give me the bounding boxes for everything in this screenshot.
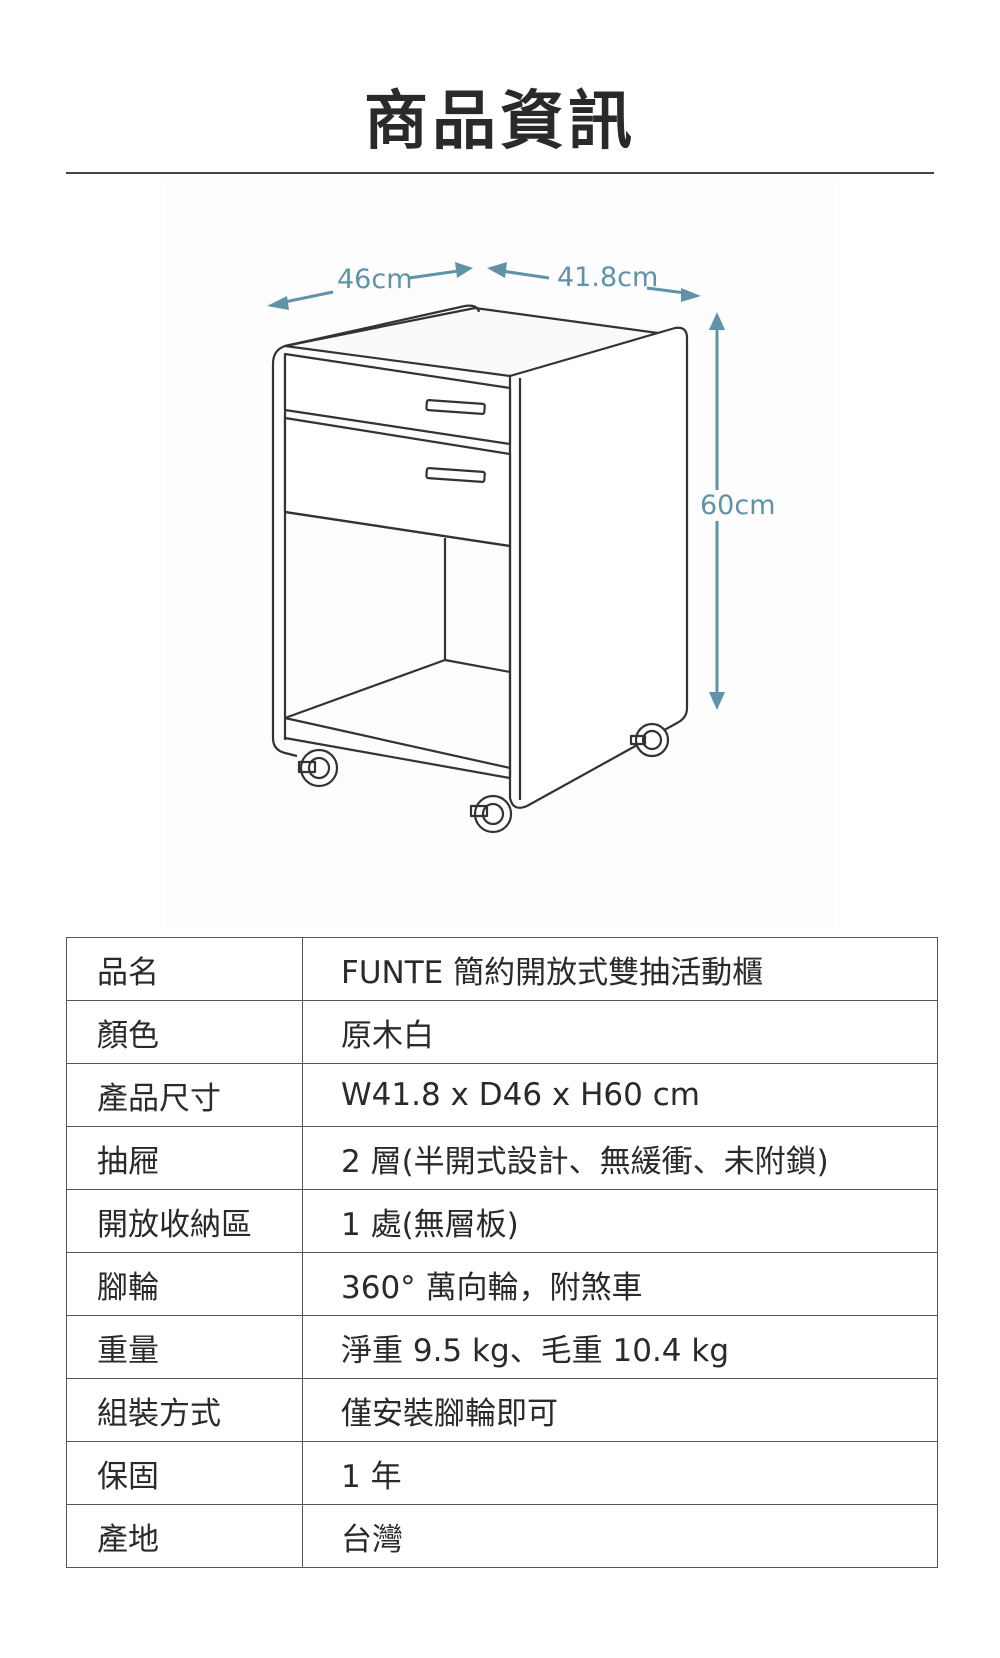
table-row: 抽屜 2 層(半開式設計、無緩衝、未附鎖) <box>66 1126 938 1190</box>
spec-value: 1 年 <box>302 1441 938 1505</box>
table-row: 產品尺寸 W41.8 x D46 x H60 cm <box>66 1063 938 1127</box>
spec-value: 360° 萬向輪，附煞車 <box>302 1252 938 1316</box>
depth-dimension-label: 41.8cm <box>557 262 659 293</box>
spec-label: 抽屜 <box>66 1126 303 1190</box>
spec-label: 顏色 <box>66 1000 303 1064</box>
spec-value: 僅安裝腳輪即可 <box>302 1378 938 1442</box>
spec-value: 1 處(無層板) <box>302 1189 938 1253</box>
spec-label: 產品尺寸 <box>66 1063 303 1127</box>
spec-label: 產地 <box>66 1504 303 1568</box>
page-title: 商品資訊 <box>364 85 636 159</box>
spec-value: FUNTE 簡約開放式雙抽活動櫃 <box>302 937 938 1001</box>
spec-label: 開放收納區 <box>66 1189 303 1253</box>
spec-value: 原木白 <box>302 1000 938 1064</box>
spec-label: 重量 <box>66 1315 303 1379</box>
table-row: 品名 FUNTE 簡約開放式雙抽活動櫃 <box>66 937 938 1001</box>
spec-value: 2 層(半開式設計、無緩衝、未附鎖) <box>302 1126 938 1190</box>
spec-value: 台灣 <box>302 1504 938 1568</box>
cabinet-line-drawing <box>165 178 835 928</box>
table-row: 重量 淨重 9.5 kg、毛重 10.4 kg <box>66 1315 938 1379</box>
width-dimension-label: 46cm <box>337 264 413 295</box>
product-dimension-diagram: 46cm 41.8cm 60cm <box>165 178 835 928</box>
table-row: 組裝方式 僅安裝腳輪即可 <box>66 1378 938 1442</box>
spec-label: 組裝方式 <box>66 1378 303 1442</box>
table-row: 顏色 原木白 <box>66 1000 938 1064</box>
spec-value: 淨重 9.5 kg、毛重 10.4 kg <box>302 1315 938 1379</box>
spec-value: W41.8 x D46 x H60 cm <box>302 1063 938 1127</box>
spec-label: 腳輪 <box>66 1252 303 1316</box>
table-row: 保固 1 年 <box>66 1441 938 1505</box>
height-dimension-label: 60cm <box>700 490 776 521</box>
spec-label: 品名 <box>66 937 303 1001</box>
spec-label: 保固 <box>66 1441 303 1505</box>
table-row: 開放收納區 1 處(無層板) <box>66 1189 938 1253</box>
table-row: 產地 台灣 <box>66 1504 938 1568</box>
table-row: 腳輪 360° 萬向輪，附煞車 <box>66 1252 938 1316</box>
title-divider <box>66 172 934 174</box>
spec-table: 品名 FUNTE 簡約開放式雙抽活動櫃 顏色 原木白 產品尺寸 W41.8 x … <box>66 937 938 1568</box>
